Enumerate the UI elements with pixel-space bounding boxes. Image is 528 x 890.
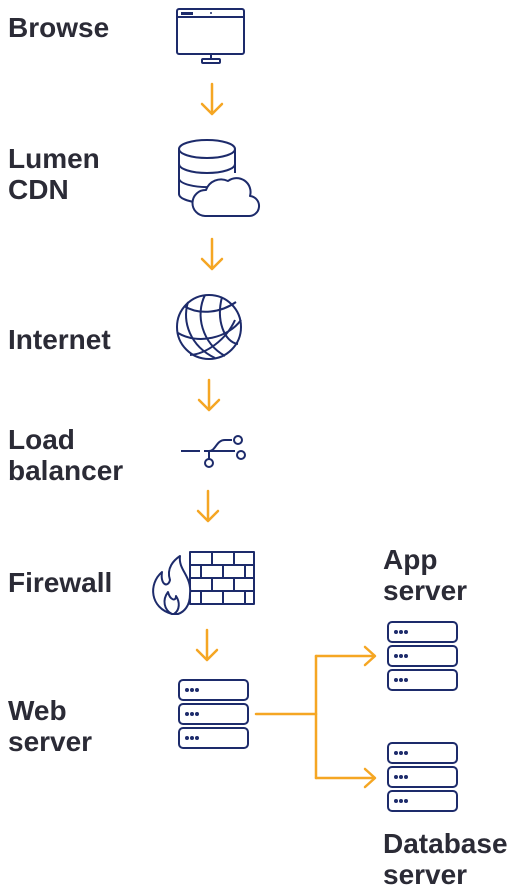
branch-connector (254, 645, 377, 789)
database-server-label: Database server (383, 828, 508, 890)
arrow-internet-to-load-balancer (197, 378, 221, 412)
arrow-load-balancer-to-firewall (196, 489, 220, 523)
arrow-cdn-to-internet (200, 237, 224, 271)
network-branch-icon (181, 435, 246, 468)
firewall-label: Firewall (8, 567, 113, 598)
internet-label: Internet (8, 324, 111, 355)
cdn-label: Lumen CDN (8, 143, 100, 205)
load-balancer-label: Load balancer (8, 424, 124, 486)
database-cloud-icon (178, 139, 260, 218)
database-server-icon (387, 742, 458, 812)
firewall-icon (152, 551, 255, 615)
arrow-firewall-to-web-server (195, 628, 219, 662)
flow-arrows (195, 82, 224, 662)
arrow-browse-to-cdn (200, 82, 224, 116)
web-server-icon (178, 679, 249, 749)
app-server-label: App server (383, 544, 468, 606)
app-server-icon (387, 621, 458, 691)
web-server-label: Web server (8, 695, 93, 757)
browse-label: Browse (8, 12, 110, 43)
globe-icon (176, 294, 242, 360)
monitor-icon (176, 8, 245, 64)
